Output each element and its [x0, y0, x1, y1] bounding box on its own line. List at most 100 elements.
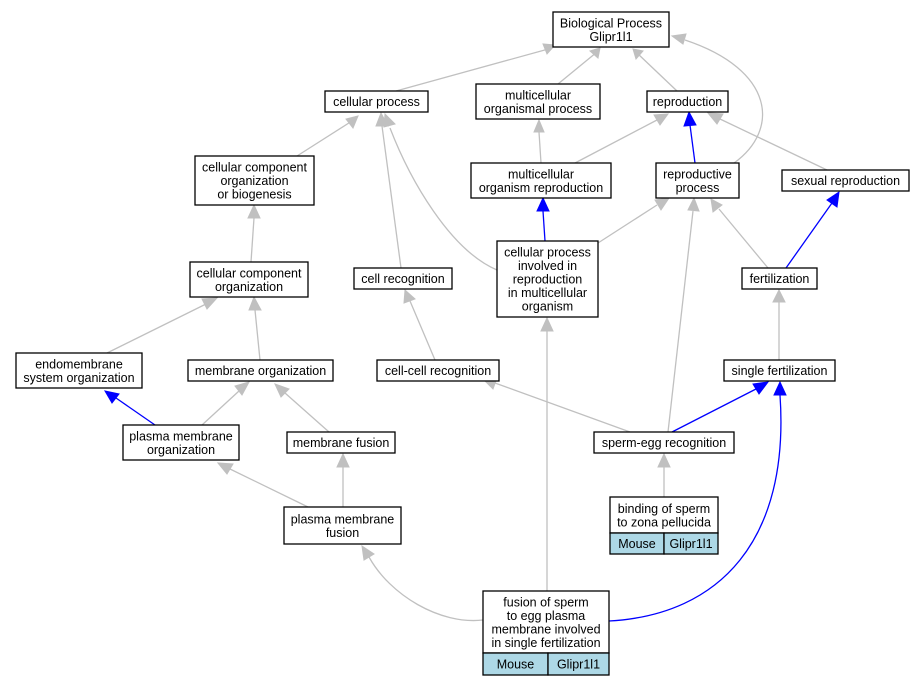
node-sr[interactable]: sexual reproduction [781, 169, 910, 192]
arrowhead-icon [345, 115, 359, 129]
arrowhead-icon [654, 197, 671, 211]
arrowhead-icon [670, 33, 687, 45]
node-box [194, 155, 315, 206]
edge-bszp-to-ser [657, 452, 671, 497]
node-box [470, 162, 612, 199]
edge-fert-to-rp [710, 198, 769, 269]
edge-fert-to-sr [785, 190, 840, 269]
edge-line [608, 394, 782, 622]
arrowhead-icon [248, 295, 262, 311]
node-label-line: membrane involved [491, 622, 600, 636]
edge-line [115, 397, 156, 426]
edge-line [494, 382, 631, 433]
edge-eso-to-cco [106, 297, 219, 354]
node-box [286, 431, 396, 454]
node-label-line: Glipr1l1 [589, 30, 632, 44]
annotation-cell [547, 652, 610, 676]
edge-line [689, 124, 696, 164]
arrowhead-icon [536, 196, 550, 212]
edge-line [409, 300, 436, 361]
arrowhead-icon [826, 190, 840, 208]
edge-mor-to-mop [533, 118, 545, 164]
node-label-line: multicellular [505, 88, 571, 102]
edge-line [296, 120, 353, 157]
edge-line [368, 556, 484, 622]
node-label-line: Biological Process [560, 16, 662, 30]
arrowhead-icon [216, 462, 234, 475]
node-label-line: sexual reproduction [791, 174, 900, 188]
edge-sf-to-fert [772, 288, 786, 360]
node-label-line: reproductive [663, 167, 732, 181]
node-box [655, 162, 740, 199]
arrowhead-icon [103, 390, 120, 404]
node-sf[interactable]: single fertilization [723, 359, 836, 382]
edge-cpir-to-mor [536, 196, 550, 242]
node-label-line: endomembrane [35, 357, 123, 371]
node-mo[interactable]: membrane organization [187, 359, 334, 382]
arrowhead-icon [706, 112, 724, 125]
edge-sr-to-rep [706, 112, 828, 171]
annotation-cell [663, 532, 719, 555]
node-ser[interactable]: sperm-egg recognition [593, 431, 735, 454]
edge-cco-to-ccob [247, 203, 261, 263]
node-box [122, 424, 240, 461]
node-mf[interactable]: membrane fusion [286, 431, 396, 454]
arrowhead-icon [403, 288, 416, 304]
node-label-line: multicellular [508, 167, 574, 181]
edge-crec-to-cp [375, 111, 402, 269]
node-box [482, 590, 610, 654]
node-label-line: plasma membrane [291, 512, 395, 526]
node-box [781, 169, 910, 192]
node-label-line: single fertilization [732, 364, 828, 378]
node-label-line: membrane fusion [293, 436, 390, 450]
node-rep[interactable]: reproduction [646, 90, 729, 113]
node-fert[interactable]: fertilization [741, 267, 818, 290]
edge-cp-to-bp [395, 43, 557, 92]
edge-mor-to-rep [574, 113, 670, 164]
node-cp[interactable]: cellular process [324, 90, 429, 113]
node-box [646, 90, 729, 113]
arrowhead-icon [588, 47, 601, 59]
node-crec[interactable]: cell recognition [353, 267, 453, 290]
edge-line [381, 125, 402, 269]
edge-line [557, 51, 598, 85]
node-box [376, 359, 500, 382]
edge-line [597, 204, 658, 244]
node-box [496, 240, 599, 318]
node-label-line: cell recognition [361, 272, 444, 286]
node-label-line: fusion [326, 526, 359, 540]
node-label-line: reproduction [653, 95, 723, 109]
node-label-line: sperm-egg recognition [602, 436, 726, 450]
edge-line [785, 202, 833, 269]
edge-fsep-to-sf [608, 380, 787, 622]
node-label-line: to zona pellucida [617, 515, 711, 529]
arrowhead-icon [657, 452, 671, 468]
node-ccr[interactable]: cell-cell recognition [376, 359, 500, 382]
node-label-line: cellular component [197, 266, 302, 280]
arrowhead-icon [773, 380, 787, 396]
node-label-line: or biogenesis [217, 188, 291, 202]
edge-line [201, 390, 240, 426]
node-label-line: in multicellular [508, 286, 587, 300]
edge-pmo-to-mo [201, 381, 251, 426]
edge-line [719, 118, 828, 171]
edge-line [389, 127, 498, 271]
edge-fsep-to-cpir [540, 316, 554, 591]
edge-line [538, 131, 542, 164]
arrowhead-icon [632, 48, 644, 61]
edge-rp-to-bp [670, 33, 764, 164]
edge-rp-to-rep [683, 110, 697, 164]
arrowhead-icon [201, 297, 219, 310]
